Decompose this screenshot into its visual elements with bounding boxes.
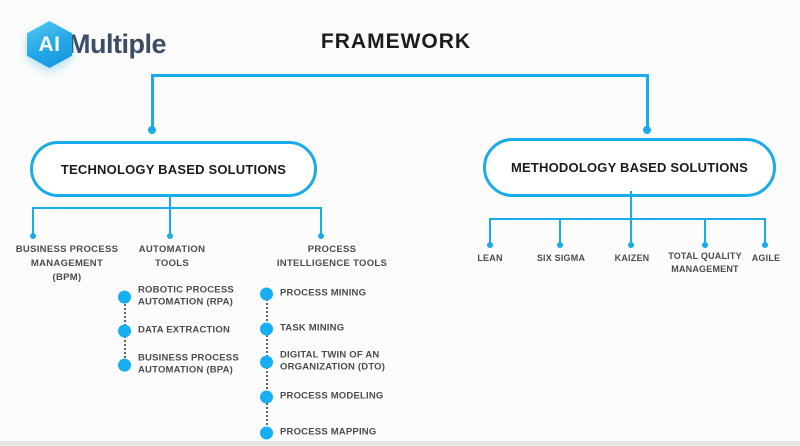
logo-hexagon-icon: AI — [27, 21, 72, 68]
list-item-label: DATA EXTRACTION — [138, 324, 231, 336]
tech-drop-intelligence-tip-icon — [318, 233, 324, 239]
technology-pill-label: TECHNOLOGY BASED SOLUTIONS — [60, 161, 287, 177]
tech-drop-automation-tip-icon — [167, 233, 173, 239]
method-drop-tqm-tip-icon — [702, 242, 708, 248]
top-connector-horizontal — [151, 74, 649, 77]
column-label-process-intelligence-tools: PROCESS INTELLIGENCE TOOLS — [276, 244, 388, 269]
aimultiple-logo: AI Multiple — [27, 21, 167, 68]
top-connector-right-vertical — [646, 74, 649, 128]
method-label-six-sigma: SIX SIGMA — [536, 253, 586, 263]
tech-drop-intelligence — [320, 207, 322, 235]
bullet-icon — [260, 426, 273, 440]
logo-hex-text: AI — [38, 32, 61, 56]
list-item-label: ROBOTIC PROCESS AUTOMATION (RPA) — [138, 284, 234, 308]
tech-drop-bpm-tip-icon — [30, 233, 36, 239]
logo-brand-text: Multiple — [68, 29, 167, 59]
tech-drop-automation — [169, 207, 171, 235]
list-item-digital-twin: DIGITAL TWIN OF AN ORGANIZATION (DTO) — [260, 350, 385, 375]
method-label-lean: LEAN — [477, 253, 503, 263]
list-item-task-mining: TASK MINING — [260, 322, 345, 336]
list-item-label: PROCESS MODELING — [280, 390, 384, 402]
method-drop-lean — [489, 218, 491, 244]
list-item-process-mapping: PROCESS MAPPING — [260, 426, 377, 440]
bullet-icon — [118, 324, 131, 338]
node-technology-based-solutions: TECHNOLOGY BASED SOLUTIONS — [30, 141, 317, 197]
bullet-icon — [260, 322, 273, 336]
list-item-data-extraction: DATA EXTRACTION — [118, 324, 231, 338]
list-item-label: PROCESS MAPPING — [280, 426, 377, 438]
method-drop-agile — [764, 218, 766, 244]
list-item-bpa: BUSINESS PROCESS AUTOMATION (BPA) — [118, 353, 239, 378]
methodology-pill-label: METHODOLOGY BASED SOLUTIONS — [510, 160, 748, 175]
list-item-label: TASK MINING — [280, 322, 345, 334]
list-item-rpa: ROBOTIC PROCESS AUTOMATION (RPA) — [118, 285, 234, 310]
bottom-strip — [0, 441, 800, 446]
method-drop-kaizen-tip-icon — [628, 242, 634, 248]
top-connector-right-dot-icon — [643, 126, 651, 134]
bullet-icon — [118, 290, 131, 304]
method-label-total-quality-management: TOTAL QUALITY MANAGEMENT — [668, 251, 742, 274]
bullet-icon — [260, 355, 273, 369]
method-drop-six-sigma-tip-icon — [557, 242, 563, 248]
bullet-icon — [260, 287, 273, 301]
list-item-label: BUSINESS PROCESS AUTOMATION (BPA) — [138, 352, 239, 376]
method-label-agile: AGILE — [751, 253, 781, 263]
column-label-bpm: BUSINESS PROCESS MANAGEMENT (BPM) — [15, 244, 119, 283]
method-label-kaizen: KAIZEN — [614, 253, 650, 263]
list-item-process-modeling: PROCESS MODELING — [260, 390, 384, 404]
method-branch-horizontal — [489, 218, 766, 220]
method-drop-agile-tip-icon — [762, 242, 768, 248]
list-item-label: PROCESS MINING — [280, 287, 367, 299]
method-drop-tqm — [704, 218, 706, 244]
tech-drop-bpm — [32, 207, 34, 235]
column-label-automation-tools: AUTOMATION TOOLS — [138, 244, 206, 269]
top-connector-left-dot-icon — [148, 126, 156, 134]
bullet-icon — [118, 358, 131, 372]
top-connector-left-vertical — [151, 74, 154, 128]
page-title: FRAMEWORK — [320, 30, 472, 53]
method-branch-stem — [630, 191, 632, 219]
list-item-process-mining: PROCESS MINING — [260, 287, 367, 301]
method-drop-lean-tip-icon — [487, 242, 493, 248]
method-drop-six-sigma — [559, 218, 561, 244]
list-item-label: DIGITAL TWIN OF AN ORGANIZATION (DTO) — [280, 349, 386, 373]
method-drop-kaizen — [630, 218, 632, 244]
tech-branch-horizontal — [32, 207, 322, 209]
tech-branch-stem — [169, 194, 171, 208]
bullet-icon — [260, 390, 273, 404]
node-methodology-based-solutions: METHODOLOGY BASED SOLUTIONS — [483, 138, 776, 197]
